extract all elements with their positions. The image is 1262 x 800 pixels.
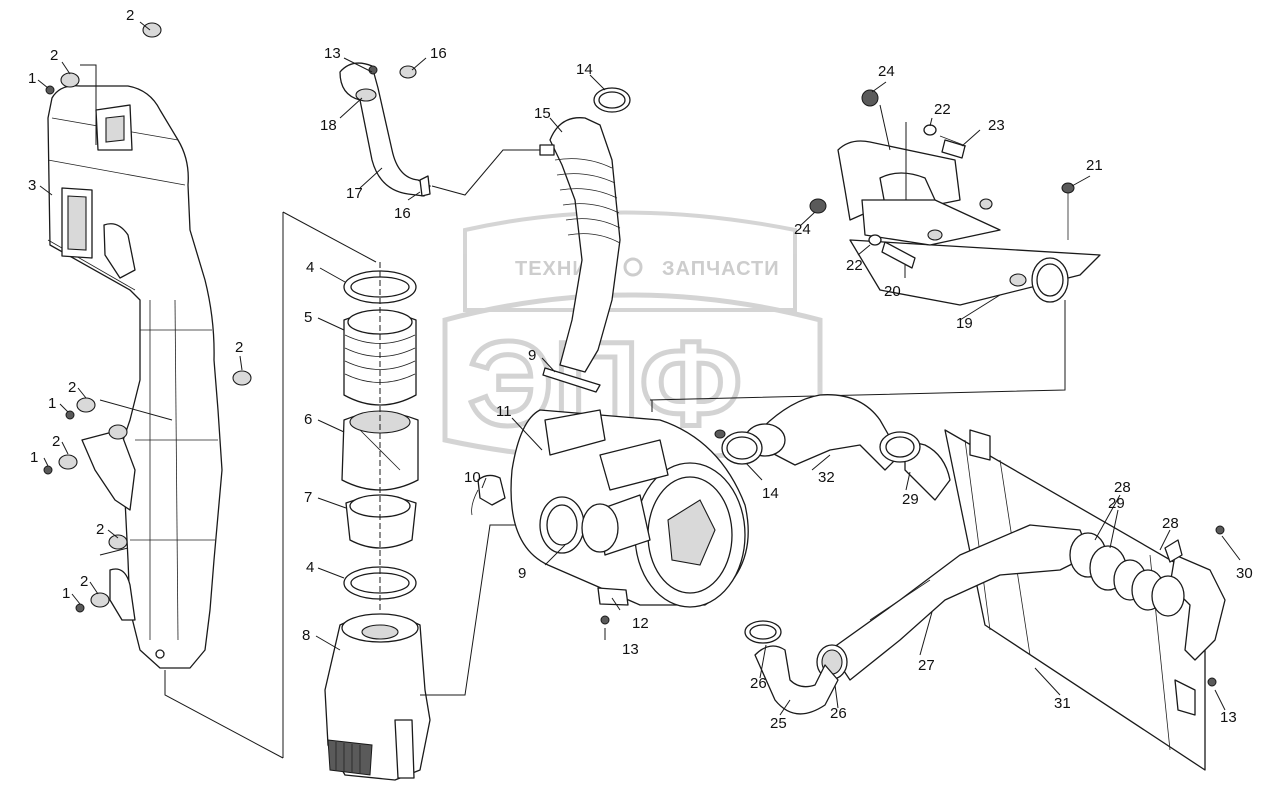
- callout-26: 26: [750, 675, 767, 692]
- callout-10: 10: [464, 469, 481, 486]
- callout-14: 14: [762, 485, 779, 502]
- callout-30: 30: [1236, 565, 1253, 582]
- callout-28-top: 28: [1114, 479, 1131, 496]
- leader-lines-cleaner: [481, 74, 763, 640]
- callout-3: 3: [28, 177, 36, 194]
- callout-18: 18: [320, 117, 337, 134]
- callout-2: 2: [50, 47, 58, 64]
- callout-24-top: 24: [878, 63, 895, 80]
- fastener-group-left: [43, 22, 252, 613]
- callout-26-right: 26: [830, 705, 847, 722]
- callout-29-right: 29: [1108, 495, 1125, 512]
- callout-4-lower: 4: [306, 559, 314, 576]
- callout-6: 6: [304, 411, 312, 428]
- callout-13-mid: 13: [622, 641, 639, 658]
- callout-4: 4: [306, 259, 314, 276]
- callout-1-base: 1: [62, 585, 70, 602]
- callout-15: 15: [534, 105, 551, 122]
- callout-2-top: 2: [126, 7, 134, 24]
- callout-12: 12: [632, 615, 649, 632]
- air-cleaner-part-11: [471, 87, 1066, 625]
- callout-19: 19: [956, 315, 973, 332]
- callout-27: 27: [918, 657, 935, 674]
- callout-23: 23: [988, 117, 1005, 134]
- callout-32: 32: [818, 469, 835, 486]
- callout-2-mid: 2: [68, 379, 76, 396]
- callout-21: 21: [1086, 157, 1103, 174]
- gear-icon: [623, 257, 643, 277]
- callout-22: 22: [846, 257, 863, 274]
- callout-31: 31: [1054, 695, 1071, 712]
- callout-2-right: 2: [235, 339, 243, 356]
- radiator-pipes-assembly: [714, 394, 1241, 771]
- bracket-assembly-part-19: [799, 81, 1101, 321]
- callout-29: 29: [902, 491, 919, 508]
- callout-25: 25: [770, 715, 787, 732]
- callout-1-mid: 1: [48, 395, 56, 412]
- callout-8: 8: [302, 627, 310, 644]
- callout-1-lower: 1: [30, 449, 38, 466]
- callout-14-top: 14: [576, 61, 593, 78]
- callout-13-top: 13: [324, 45, 341, 62]
- callout-5: 5: [304, 309, 312, 326]
- callout-1: 1: [28, 70, 36, 87]
- center-stack-parts: [324, 262, 431, 781]
- intake-duct-part-3: [47, 85, 223, 669]
- callout-9: 9: [518, 565, 526, 582]
- callout-11: 11: [496, 403, 512, 420]
- callout-13-right: 13: [1220, 709, 1237, 726]
- callout-2-bottom: 2: [96, 521, 104, 538]
- callout-24: 24: [794, 221, 811, 238]
- small-hose-part-17: [339, 57, 542, 201]
- callout-20: 20: [884, 283, 901, 300]
- callout-2-base: 2: [80, 573, 88, 590]
- callout-22-top: 22: [934, 101, 951, 118]
- callout-labels: 2 2 1 3 2 2 1 2 1 2 2 1 4 5 6 7 4 8 13 1…: [28, 7, 1253, 732]
- callout-17: 17: [346, 185, 363, 202]
- callout-9-top: 9: [528, 347, 536, 364]
- leader-lines-left: [37, 21, 377, 759]
- watermark-text-right: ЗАПЧАСТИ: [662, 258, 780, 280]
- callout-28: 28: [1162, 515, 1179, 532]
- callout-7: 7: [304, 489, 312, 506]
- callout-16: 16: [394, 205, 411, 222]
- callout-16-top: 16: [430, 45, 447, 62]
- callout-2-lower: 2: [52, 433, 60, 450]
